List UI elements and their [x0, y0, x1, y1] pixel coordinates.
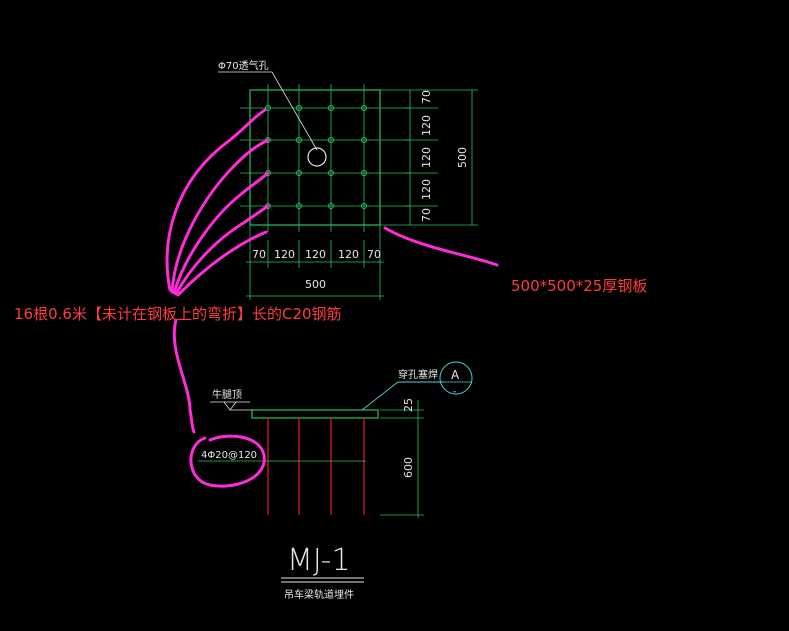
rebar-points — [265, 105, 367, 209]
section-view: 4Φ20@120 牛腿顶 穿孔塞焊 A - 25 600 — [198, 361, 473, 518]
vdim-1: 70 — [420, 90, 433, 104]
hdim-total: 500 — [305, 278, 326, 291]
title-block: MJ-1 吊车梁轨道埋件 — [281, 543, 364, 601]
weld-label: 穿孔塞焊 — [398, 368, 438, 381]
vent-hole — [307, 147, 327, 167]
hdim-3: 120 — [305, 248, 326, 261]
vdim-2: 120 — [420, 115, 433, 136]
section-plate — [251, 409, 379, 419]
rebar-note: 16根0.6米【未计在钢板上的弯折】长的C20钢筋 — [14, 305, 342, 323]
vdim-4: 120 — [420, 179, 433, 200]
hdim-2: 120 — [274, 248, 295, 261]
markup-circle — [189, 434, 266, 488]
section-dim-lines — [380, 400, 424, 518]
section-rebars — [267, 418, 365, 515]
hdim-4: 120 — [338, 248, 359, 261]
plate-outline — [249, 89, 381, 226]
markup-arrow-5 — [176, 230, 268, 297]
bottom-dim-texts: 70 120 120 120 70 500 — [252, 248, 381, 291]
markup-strokes — [165, 108, 499, 488]
hdim-1: 70 — [252, 248, 266, 261]
vdim-5: 70 — [420, 208, 433, 222]
right-dim-texts: 70 120 120 120 70 500 — [420, 90, 469, 222]
level-label: 牛腿顶 — [212, 388, 242, 401]
dim-plate: 25 — [402, 398, 415, 412]
plate-note: 500*500*25厚钢板 — [511, 277, 648, 295]
vdim-3: 120 — [420, 147, 433, 168]
grid-vertical — [267, 84, 365, 232]
detail-letter: A — [451, 368, 460, 382]
bottom-dim-lines — [246, 225, 384, 300]
title-sub: 吊车梁轨道埋件 — [284, 588, 354, 601]
markup-plate-line — [383, 226, 499, 267]
grid-horizontal — [240, 107, 410, 207]
dim-depth: 600 — [402, 457, 415, 478]
markup-arrow-1 — [165, 108, 267, 292]
markup-arrow-3 — [172, 171, 270, 295]
hdim-5: 70 — [367, 248, 381, 261]
markup-link — [172, 318, 196, 434]
weld-leader — [361, 381, 444, 411]
rebar-label: 4Φ20@120 — [201, 450, 257, 461]
detail-sub: - — [453, 387, 456, 397]
right-dim-lines — [380, 89, 478, 226]
plan-view: Φ70透气孔 70 120 120 120 70 500 — [218, 59, 478, 300]
hole-label: Φ70透气孔 — [218, 59, 269, 72]
title-main: MJ-1 — [287, 543, 351, 578]
markup-arrow-4 — [174, 204, 270, 296]
vdim-total: 500 — [456, 147, 469, 168]
level-mark — [210, 401, 252, 411]
hole-leader — [218, 71, 318, 151]
detail-bubble — [439, 361, 473, 395]
markup-arrow-2 — [170, 138, 270, 294]
